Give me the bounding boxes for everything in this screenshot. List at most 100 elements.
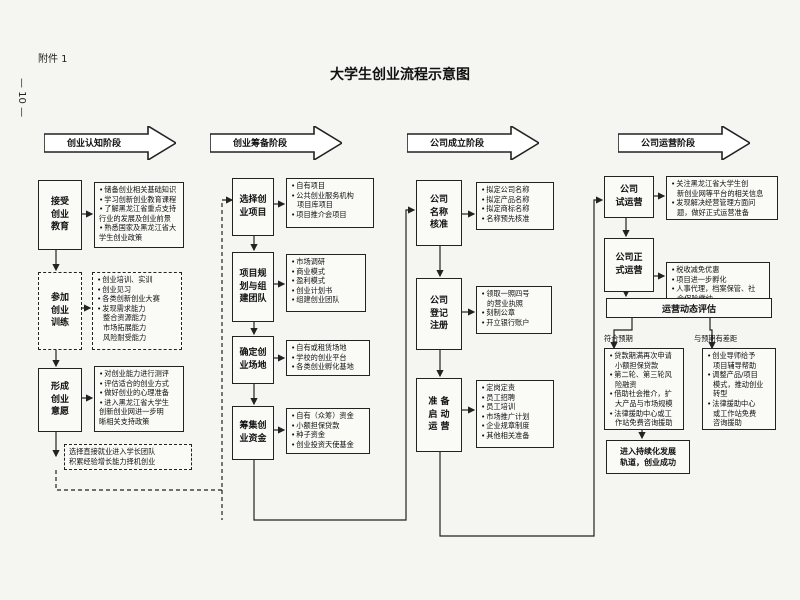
step-registration: 公司 登记 注册 xyxy=(416,278,462,350)
list-item: 税收减免优惠 xyxy=(671,265,765,275)
phase-arrow-1: 创业认知阶段 xyxy=(44,126,176,160)
list-item: 第二轮、第三轮风 xyxy=(609,370,679,380)
step-name-line: 准 备 xyxy=(428,396,450,407)
step-name-line: 名称 xyxy=(429,207,448,218)
diagram-title: 大学生创业流程示意图 xyxy=(330,67,470,83)
list-item: 咨询援助 xyxy=(713,418,742,428)
list-item: 发现需求能力 xyxy=(97,304,177,314)
step-name-line: 业项目 xyxy=(239,208,267,218)
list-item: 创新创业网进一步明 xyxy=(99,407,164,417)
step-formal-operation-details: 税收减免优惠 项目进一步孵化 人事代理，档案保管、社 会保险缴纳 xyxy=(666,262,770,303)
step-prepare-operation: 准 备 启 动 运 营 xyxy=(416,378,462,452)
step-name-line: 创业 xyxy=(50,209,69,220)
list-item: 名称预先核准 xyxy=(481,214,549,224)
list-item: 创业投资天使基金 xyxy=(291,440,365,450)
list-item: 商业模式 xyxy=(291,267,361,277)
step-name-line: 运 营 xyxy=(428,422,450,433)
phase-arrow-2: 创业筹备阶段 xyxy=(210,126,342,160)
list-item: 盈利模式 xyxy=(291,276,361,286)
step-trial-operation: 公司 试运营 xyxy=(604,176,654,218)
list-item: 市场拓展能力 xyxy=(103,322,147,332)
step-name-line: 业资金 xyxy=(239,434,267,444)
step-name-line: 意愿 xyxy=(50,407,69,418)
list-item: 员工招聘 xyxy=(481,393,549,403)
list-item: 学校的创业平台 xyxy=(291,353,365,363)
step-name-line: 公司正 xyxy=(615,253,643,264)
final-line: 轨道，创业成功 xyxy=(620,458,676,467)
step-name-line: 公司 xyxy=(619,185,638,196)
step-form-intention: 形成 创业 意愿 xyxy=(38,368,82,432)
step-raise-funds-details: 自有（众筹）资金 小额担保贷款 种子资金 创业投资天使基金 xyxy=(286,408,370,454)
step-prepare-operation-details: 定岗定责 员工招聘 员工培训 市场推广计划 企业规章制度 其他相关准备 xyxy=(476,380,554,448)
list-item: 转型 xyxy=(713,389,728,399)
list-item: 项目辅导帮助 xyxy=(713,360,757,370)
list-item: 整合资源能力 xyxy=(103,313,147,323)
step-name-line: 形成 xyxy=(50,381,69,392)
step-formal-operation: 公司正 式运营 xyxy=(604,238,654,292)
list-item: 或工作站免费 xyxy=(713,408,757,418)
step-raise-funds: 筹集创 业资金 xyxy=(232,406,274,460)
list-item: 法律援助中心 xyxy=(707,399,771,409)
step-determine-site: 确定创 业场地 xyxy=(232,336,274,384)
step-name-line: 创业 xyxy=(50,305,69,316)
list-item: 项目进一步孵化 xyxy=(671,275,765,285)
list-item: 拟定商标名称 xyxy=(481,204,549,214)
step-name-line: 启 动 xyxy=(428,409,450,420)
list-item: 借助社会推介，扩 xyxy=(609,389,679,399)
list-item: 项目库项目 xyxy=(297,200,333,210)
step-name-line: 式运营 xyxy=(615,266,643,276)
step-name-line: 公司 xyxy=(429,295,448,306)
note-line: 积累经验增长能力择机创业 xyxy=(69,457,156,466)
step-name-line: 注册 xyxy=(429,321,448,332)
list-item: 的营业执照 xyxy=(487,298,523,308)
list-item: 刻制公章 xyxy=(481,308,547,318)
list-item: 公共创业服务机构 xyxy=(291,191,369,201)
final-line: 进入持续化发展 xyxy=(620,447,676,456)
list-item: 行业的发展及创业前景 xyxy=(99,213,171,223)
step-name-line: 登记 xyxy=(429,308,448,319)
list-item: 了解黑龙江省重点支持 xyxy=(99,204,179,214)
step-form-intention-details: 对创业能力进行测评 评估适合的创业方式 做好创业的心理准备 进入黑龙江省大学生 … xyxy=(94,366,184,432)
list-item: 进入黑龙江省大学生 xyxy=(99,398,179,408)
list-item: 其他相关准备 xyxy=(481,431,549,441)
list-item: 自有或租赁场地 xyxy=(291,343,365,353)
step-name-line: 接受 xyxy=(50,196,69,207)
list-item: 作站免费咨询援助 xyxy=(615,418,673,428)
list-item: 小额担保贷款 xyxy=(291,421,365,431)
step-plan-team-details: 市场调研 商业模式 盈利模式 创业计划书 组建创业团队 xyxy=(286,254,366,312)
list-item: 开立银行账户 xyxy=(481,318,547,328)
list-item: 组建创业团队 xyxy=(291,295,361,305)
list-item: 拟定产品名称 xyxy=(481,195,549,205)
note-direct-employment: 选择直接就业进入学长团队 积累经验增长能力择机创业 xyxy=(64,444,192,470)
step-join-training-details: 创业培训、实训 创业见习 各类创新创业大赛 发现需求能力 整合资源能力 市场拓展… xyxy=(92,272,182,350)
phase-label-4: 公司运营阶段 xyxy=(640,139,695,149)
list-item: 市场推广计划 xyxy=(481,412,549,422)
step-registration-details: 领取一照四号 的营业执照 刻制公章 开立银行账户 xyxy=(476,286,552,334)
list-item: 创业培训、实训 xyxy=(97,275,177,285)
operation-evaluation: 运营动态评估 xyxy=(606,298,772,318)
list-item: 贷款期满再次申请 xyxy=(609,351,679,361)
list-item: 定岗定责 xyxy=(481,383,549,393)
note-line: 选择直接就业进入学长团队 xyxy=(69,447,156,456)
step-name-line: 训练 xyxy=(50,318,69,329)
step-name-approval-details: 拟定公司名称 拟定产品名称 拟定商标名称 名称预先核准 xyxy=(476,182,554,230)
step-name-line: 教育 xyxy=(50,222,69,233)
list-item: 风险耐受能力 xyxy=(103,332,147,342)
list-item: 市场调研 xyxy=(291,257,361,267)
step-choose-project-details: 自有项目 公共创业服务机构 项目库项目 项目推介会项目 xyxy=(286,178,374,228)
step-trial-operation-details: 关注黑龙江省大学生创 新创业网等平台的相关信息 发现解决经营管理方面问 题，做好… xyxy=(666,176,778,220)
step-plan-team: 项目规 划与组 建团队 xyxy=(232,252,274,322)
list-item: 大产品与市场规模 xyxy=(615,398,673,408)
step-name-line: 公司 xyxy=(429,194,448,205)
list-item: 模式，推动创业 xyxy=(713,379,764,389)
list-item: 员工培训 xyxy=(481,402,549,412)
phase-label-2: 创业筹备阶段 xyxy=(232,139,287,149)
list-item: 评估适合的创业方式 xyxy=(99,379,179,389)
phase-label-3: 公司成立阶段 xyxy=(429,139,484,149)
list-item: 小额担保贷款 xyxy=(615,360,659,370)
list-item: 人事代理，档案保管、社 xyxy=(671,284,765,294)
step-name-line: 项目规 xyxy=(239,268,267,279)
step-name-line: 划与组 xyxy=(239,281,267,292)
list-item: 对创业能力进行测评 xyxy=(99,369,179,379)
